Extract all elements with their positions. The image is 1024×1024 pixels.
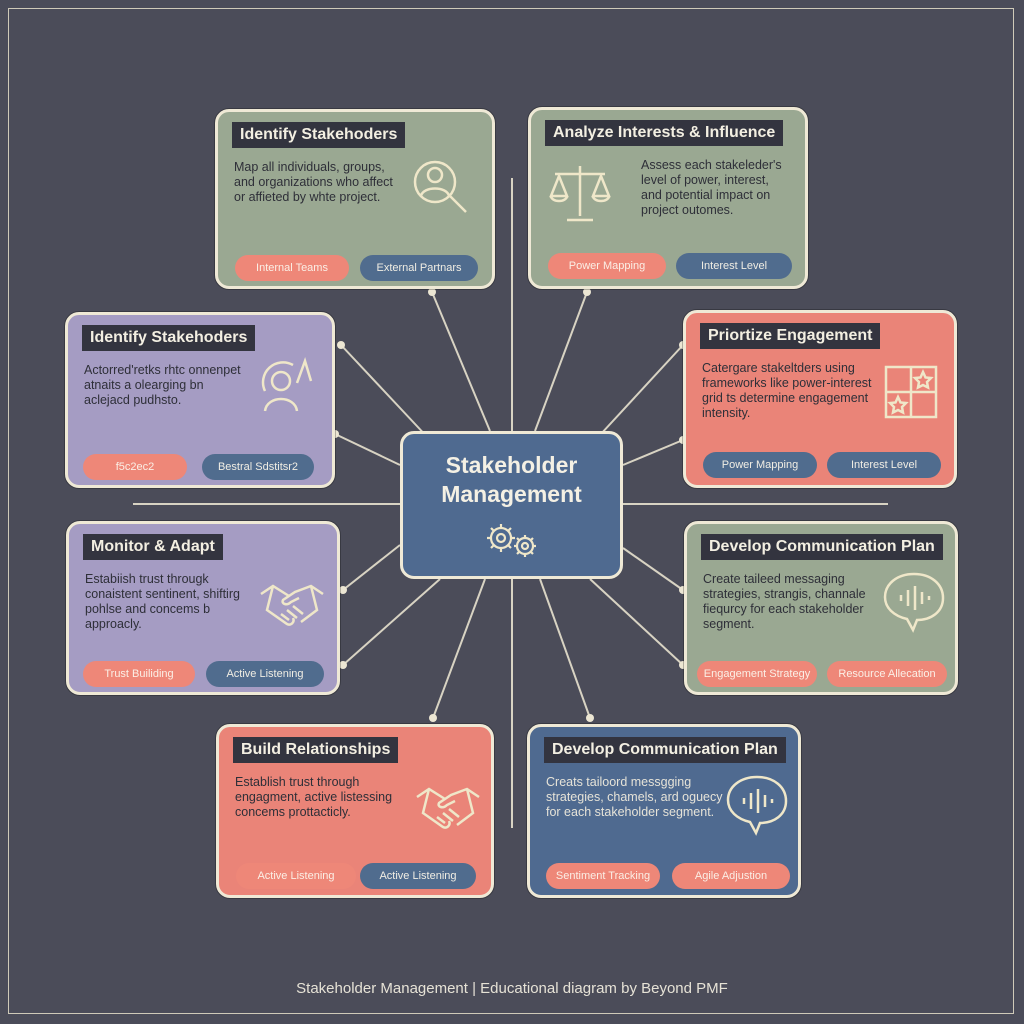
card-prioritize-engagement: Priortize Engagement Catergare stakeltde… (683, 310, 957, 488)
tag-pill: Trust Builiding (83, 661, 195, 687)
card-description: Map all individuals, groups, and organiz… (234, 160, 393, 204)
card-description: Create taileed messaging strategies, str… (703, 572, 866, 631)
card-description: Catergare stakeltders using frameworks l… (702, 361, 872, 420)
speech-bubble-icon (726, 775, 788, 836)
card-title: Identify Stakehoders (232, 122, 406, 148)
card-description: Assess each stakeleder's level of power,… (641, 158, 782, 217)
card-monitor-adapt: Monitor & Adapt Estabiish trust througk … (66, 521, 340, 695)
card-build-relationships: Build Relationships Establish trust thro… (216, 724, 494, 898)
center-node: Stakeholder Management (400, 431, 623, 579)
card-description: Creats tailoord messgging strategies, ch… (546, 775, 723, 819)
card-title: Build Relationships (233, 737, 399, 763)
card-title: Monitor & Adapt (83, 534, 223, 560)
card-description: Actorred'retks rhtc onnenpet atnaits a o… (84, 363, 241, 407)
tag-pill: Interest Level (827, 452, 941, 478)
tag-pill: Active Listening (236, 863, 356, 889)
card-identify-stakeholders-left: Identify Stakehoders Actorred'retks rhtc… (65, 312, 335, 488)
priority-grid-icon (884, 365, 938, 419)
tag-pill: Sentiment Tracking (546, 863, 660, 889)
gears-icon (486, 524, 536, 557)
person-arrow-icon (261, 357, 313, 412)
card-description: Estabiish trust througk conaistent senti… (85, 572, 240, 631)
footer-caption: Stakeholder Management | Educational dia… (296, 980, 728, 997)
handshake-icon (416, 787, 480, 829)
center-title-line2: Management (441, 481, 582, 507)
card-communication-plan-bottom: Develop Communication Plan Creats tailoo… (527, 724, 801, 898)
balance-scale-icon (549, 166, 611, 222)
card-title: Identify Stakehoders (82, 325, 256, 351)
card-title: Develop Communication Plan (701, 534, 943, 560)
card-description: Establish trust through engagment, activ… (235, 775, 393, 819)
tag-pill: Active Listening (360, 863, 476, 889)
tag-pill: Internal Teams (235, 255, 349, 281)
tag-pill: Power Mapping (548, 253, 666, 279)
tag-pill: Active Listening (206, 661, 324, 687)
center-title-line1: Stakeholder (445, 452, 578, 478)
card-title: Develop Communication Plan (544, 737, 786, 763)
tag-pill: Power Mapping (703, 452, 817, 478)
tag-pill: Interest Level (676, 253, 792, 279)
tag-pill: Agile Adjustion (672, 863, 790, 889)
card-title: Analyze Interests & Influence (545, 120, 784, 146)
handshake-icon (260, 584, 324, 626)
tag-pill: f5c2ec2 (83, 454, 187, 480)
card-communication-plan-right: Develop Communication Plan Create tailee… (684, 521, 958, 695)
tag-pill: External Partnars (360, 255, 478, 281)
card-analyze-interests: Analyze Interests & Influence Assess eac… (528, 107, 808, 289)
card-identify-stakeholders-top: Identify Stakehoders Map all individuals… (215, 109, 495, 289)
card-title: Priortize Engagement (700, 323, 881, 349)
tag-pill: Bestral Sdstitsr2 (202, 454, 314, 480)
speech-bubble-icon (883, 572, 945, 633)
tag-pill: Engagement Strategy (697, 661, 817, 687)
magnifier-person-icon (413, 160, 467, 213)
tag-pill: Resource Allecation (827, 661, 947, 687)
